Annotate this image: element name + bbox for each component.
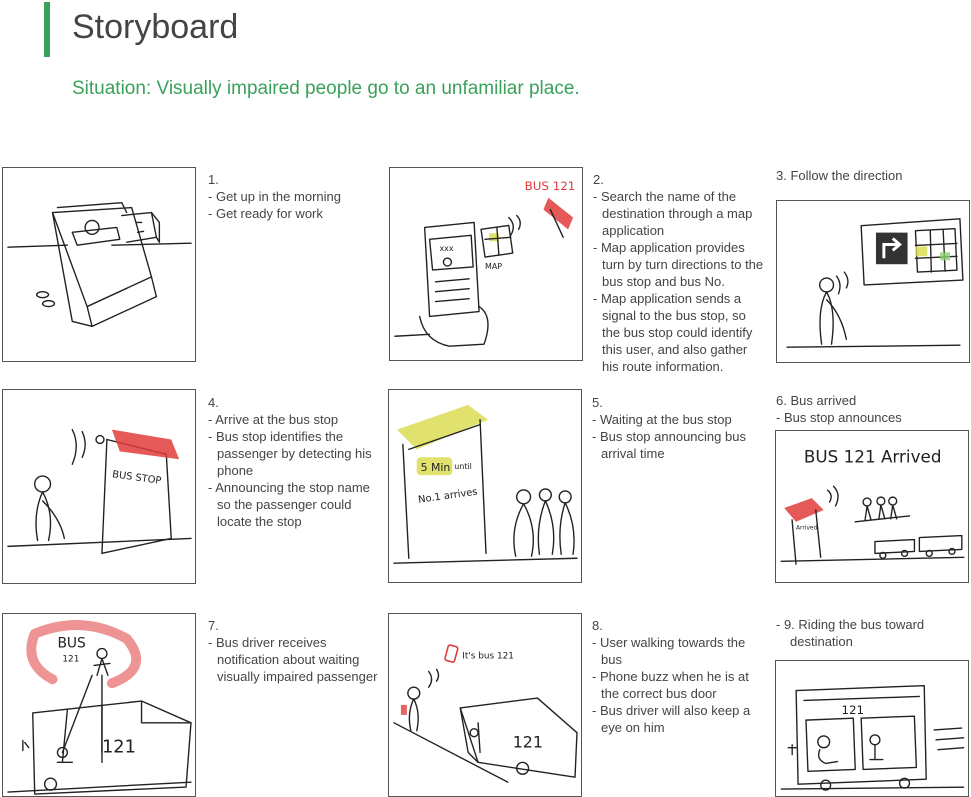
title-accent-bar (44, 2, 50, 57)
sketch-min-label: 5 Min (421, 461, 451, 474)
panel-9-sketch: 121 (775, 660, 969, 797)
panel-8-sketch: It's bus 121 121 (388, 613, 582, 797)
panel-7-sketch: BUS 121 121 (2, 613, 196, 797)
panel-number: 8. (592, 618, 603, 633)
panel-heading: Follow the direction (790, 168, 903, 183)
sketch-bus-number: 121 (62, 654, 79, 664)
sketch-until-label: until (454, 462, 472, 471)
panel-4-caption: 4. Arrive at the bus stop Bus stop ident… (208, 394, 378, 530)
caption-item: Map application sends a signal to the bu… (593, 290, 765, 375)
caption-item: Get ready for work (208, 205, 378, 222)
page-title: Storyboard (72, 8, 239, 46)
caption-item: Bus stop announces (776, 409, 966, 426)
caption-item: Bus stop announcing bus arrival time (592, 428, 767, 462)
sketch-bus-label: BUS 121 (525, 179, 576, 193)
caption-item: Announcing the stop name so the passenge… (208, 479, 378, 530)
panel-1-sketch (2, 167, 196, 362)
caption-item: Search the name of the destination throu… (593, 188, 765, 239)
sketch-its-bus-label: It's bus 121 (462, 652, 514, 662)
caption-item: Bus driver receives notification about w… (208, 634, 388, 685)
panel-number: 2. (593, 172, 604, 187)
sketch-map-label: MAP (485, 262, 502, 271)
panel-6-sketch: BUS 121 Arrived Arrived (775, 430, 969, 583)
sketch-arrive-label: No.1 arrives (418, 487, 479, 506)
panel-number: 5. (592, 395, 603, 410)
sketch-bus-word: BUS (57, 636, 86, 652)
caption-item: Map application provides turn by turn di… (593, 239, 765, 290)
panel-number: 7. (208, 618, 219, 633)
panel-heading: Bus arrived (790, 393, 857, 408)
panel-7-caption: 7. Bus driver receives notification abou… (208, 617, 388, 685)
sketch-bus-side-number: 121 (102, 736, 136, 757)
panel-6-caption: 6. Bus arrived Bus stop announces (776, 392, 966, 426)
panel-heading: Riding the bus toward destination (790, 617, 925, 649)
panel-8-caption: 8. User walking towards the bus Phone bu… (592, 617, 767, 736)
panel-5-sketch: 5 Min until No.1 arrives (388, 389, 582, 583)
panel-number: 6. (776, 393, 787, 408)
panel-5-caption: 5. Waiting at the bus stop Bus stop anno… (592, 394, 767, 462)
sketch-bus-number-9: 121 (841, 703, 864, 717)
panel-number: 1. (208, 172, 219, 187)
panel-1-caption: 1. Get up in the morning Get ready for w… (208, 171, 378, 222)
panel-4-sketch: BUS STOP (2, 389, 196, 584)
panel-number: 9. (783, 617, 795, 632)
caption-item: Waiting at the bus stop (592, 411, 767, 428)
caption-item: Get up in the morning (208, 188, 378, 205)
panel-2-sketch: BUS 121 xxx MAP (389, 167, 583, 361)
panel-3-caption: 3. Follow the direction (776, 167, 966, 184)
panel-number: 3. (776, 168, 787, 183)
sketch-arrived-label: BUS 121 Arrived (804, 447, 942, 467)
caption-item: Phone buzz when he is at the correct bus… (592, 668, 767, 702)
panel-number: 4. (208, 395, 219, 410)
sketch-bus-side-label: 121 (513, 733, 543, 752)
caption-item: Bus driver will also keep a eye on him (592, 702, 767, 736)
sketch-stop-label: BUS STOP (111, 469, 162, 487)
sketch-phone-text: xxx (439, 244, 453, 253)
caption-item: User walking towards the bus (592, 634, 767, 668)
panel-2-caption: 2. Search the name of the destination th… (593, 171, 765, 375)
sketch-sign-label: Arrived (796, 526, 818, 532)
caption-item: Arrive at the bus stop (208, 411, 378, 428)
situation-text: Situation: Visually impaired people go t… (72, 78, 580, 99)
panel-3-sketch (776, 200, 970, 363)
caption-item: Bus stop identifies the passenger by det… (208, 428, 378, 479)
panel-9-caption: 9. Riding the bus toward destination (776, 616, 966, 650)
